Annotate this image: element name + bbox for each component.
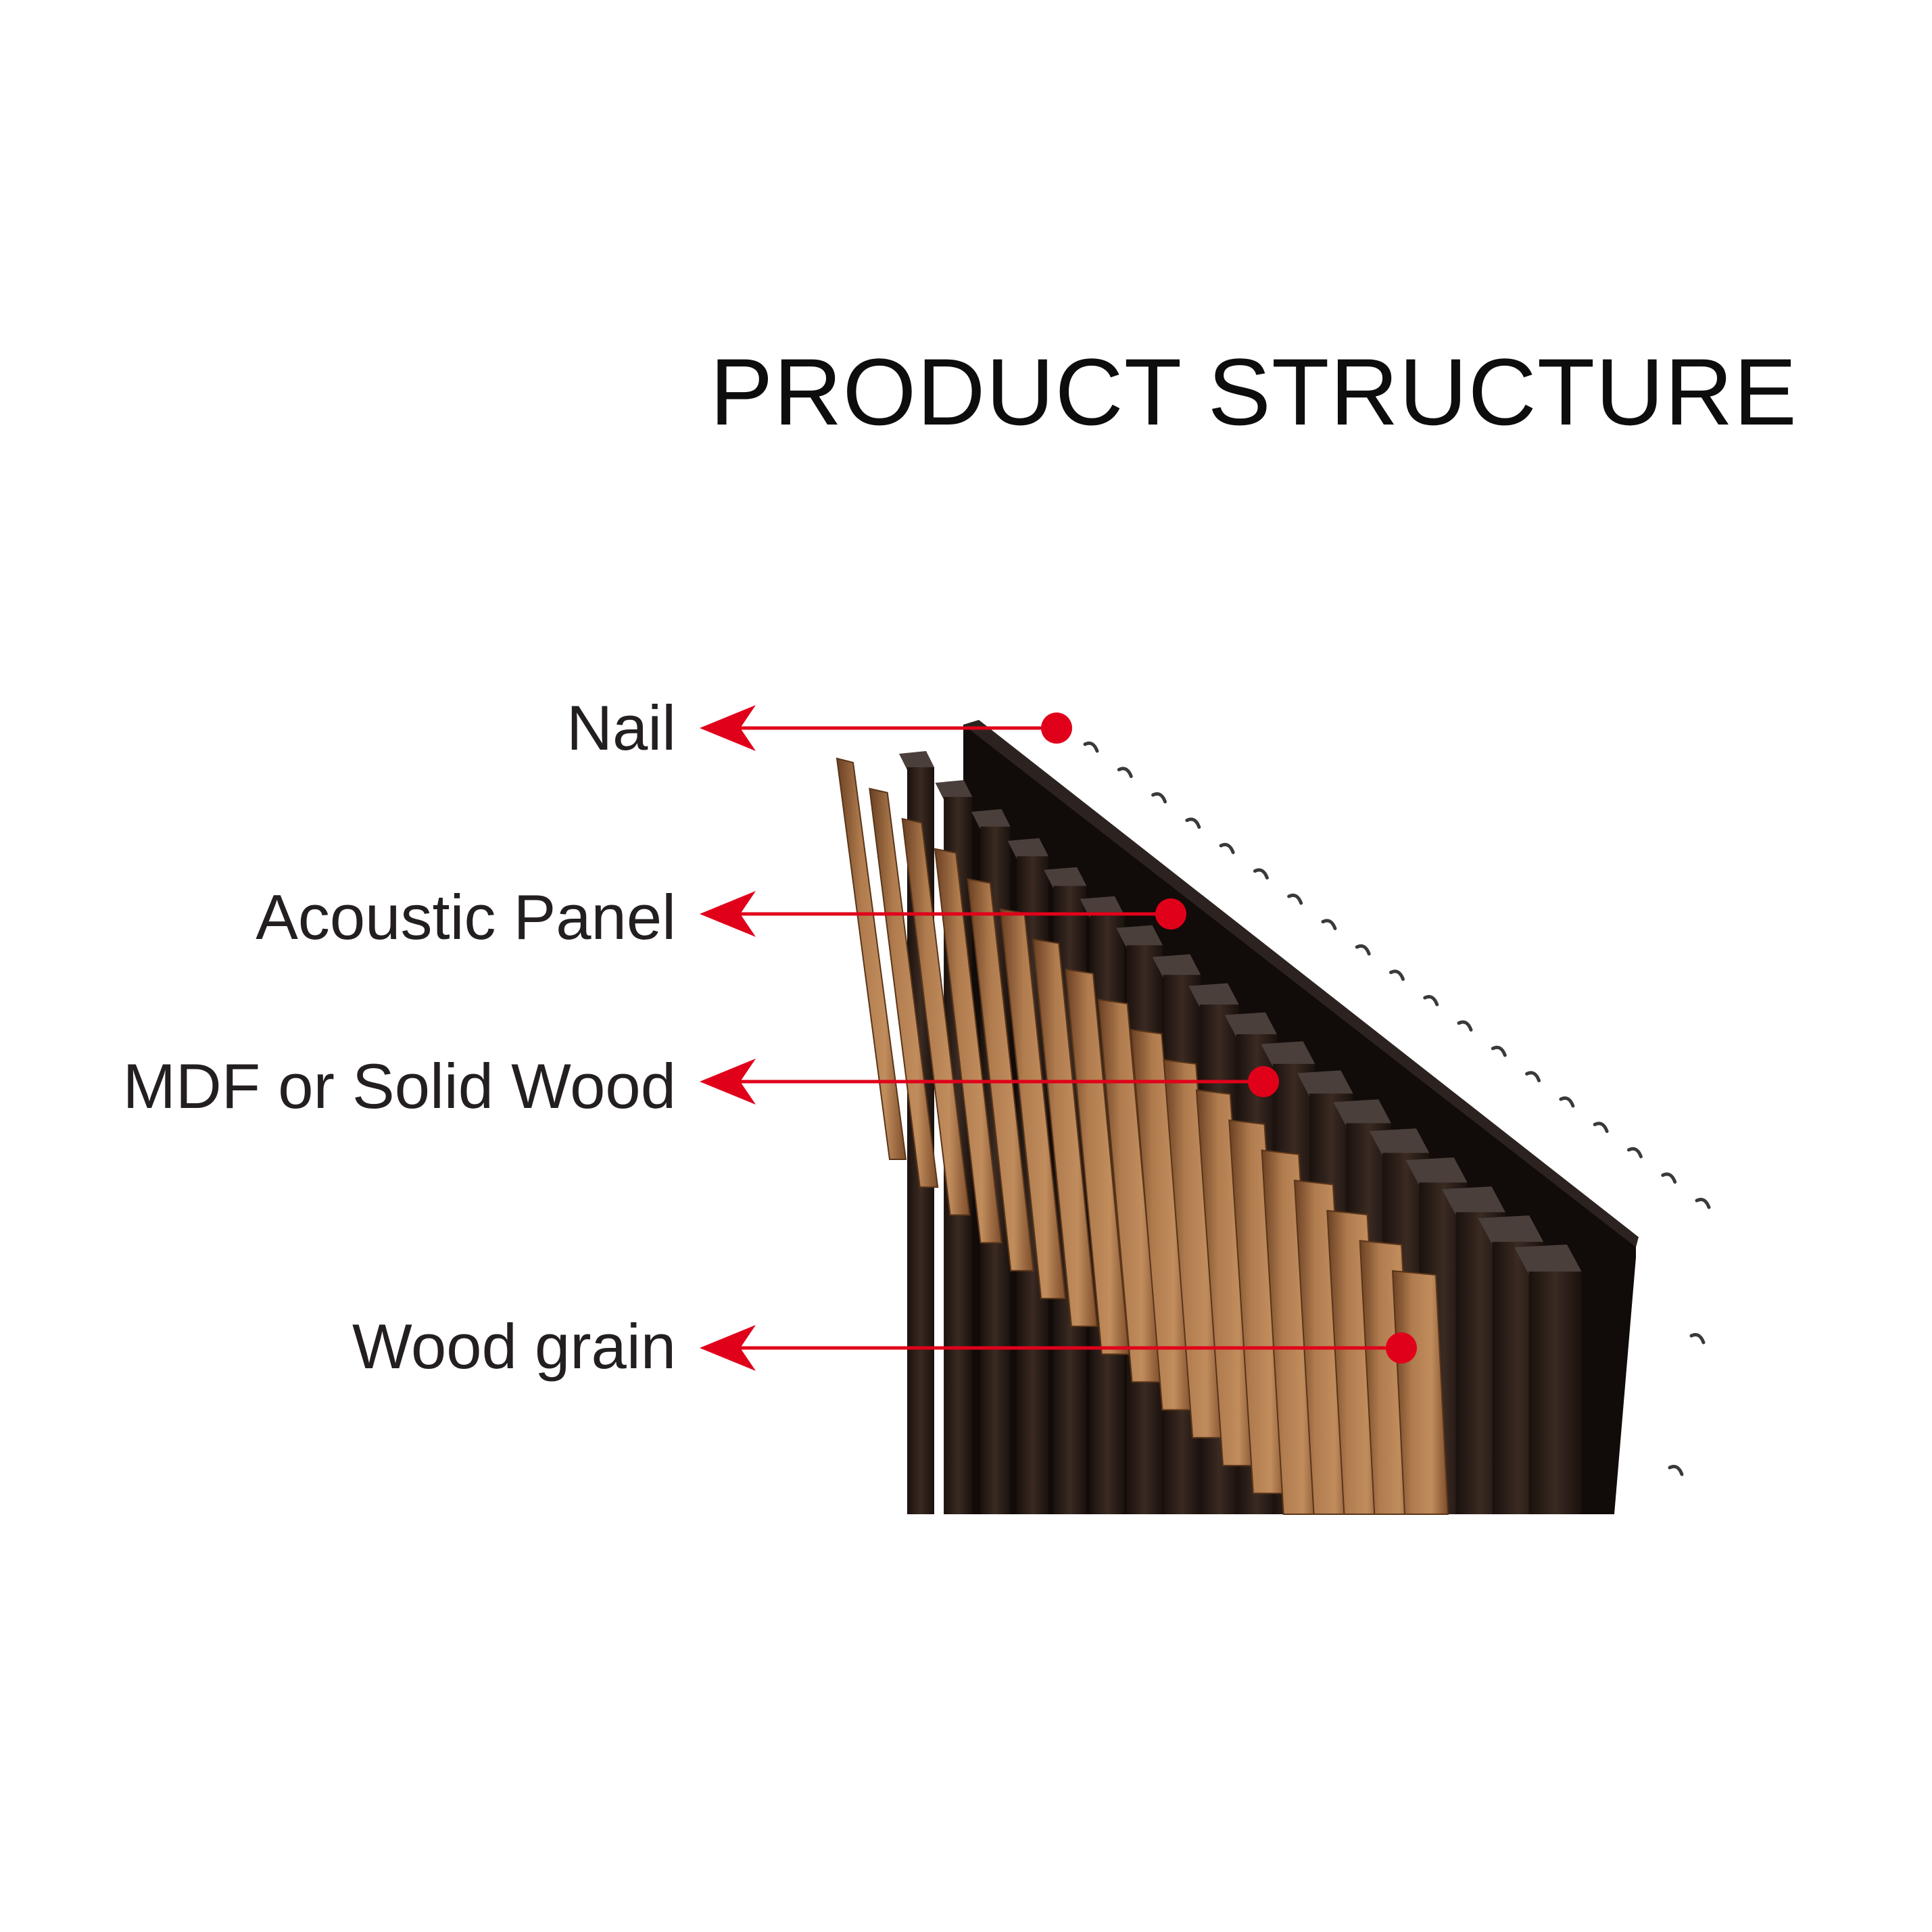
dark-slat (1529, 1272, 1582, 1514)
nail-mark (1255, 870, 1267, 878)
nail-mark (1493, 1047, 1505, 1055)
nail-mark (1691, 1334, 1704, 1343)
nail-mark (1670, 1466, 1682, 1474)
nail-mark (1663, 1174, 1675, 1182)
nail-mark (1459, 1022, 1471, 1030)
leader-dot (1386, 1332, 1417, 1363)
nail-mark (1187, 819, 1199, 827)
nail-mark (1289, 895, 1301, 903)
nail-mark (1221, 844, 1233, 852)
nail-mark (1119, 769, 1131, 777)
nail-mark (1357, 946, 1369, 954)
nail-mark (1527, 1073, 1539, 1081)
dark-slat-cap (899, 751, 934, 770)
leader-dot (1248, 1066, 1279, 1097)
nail-mark (1323, 921, 1335, 929)
leader-dot (1155, 898, 1186, 929)
nail-mark (1425, 996, 1437, 1005)
nail-mark (1595, 1124, 1607, 1132)
nail-mark (1628, 1149, 1641, 1157)
nail-mark (1153, 794, 1165, 802)
nail-mark (1085, 743, 1097, 751)
nail-mark (1561, 1098, 1573, 1106)
leader-dot (1041, 713, 1072, 744)
nail-mark (1391, 971, 1403, 980)
nail-mark (1697, 1199, 1709, 1207)
